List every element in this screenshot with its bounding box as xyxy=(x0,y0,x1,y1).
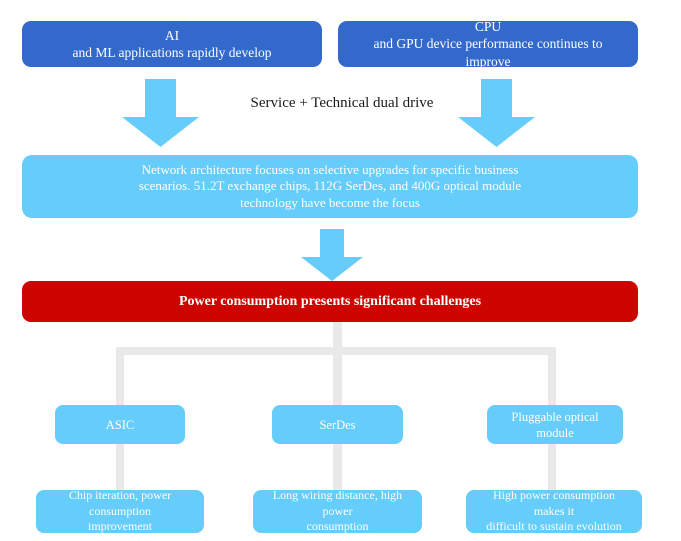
driver-cpu-line2: and GPU device performance continues to … xyxy=(373,36,603,69)
detail-asic-line2: improvement xyxy=(88,519,152,534)
architecture-line1: Network architecture focuses on selectiv… xyxy=(141,161,519,177)
driver-ai-line1: AI xyxy=(164,27,180,43)
driver-box-cpu: CPU and GPU device performance continues… xyxy=(338,19,638,69)
driver-cpu-line1: CPU xyxy=(474,19,502,35)
branch-asic-label: ASIC xyxy=(105,417,135,432)
driver-box-ai: AI and ML applications rapidly develop xyxy=(22,21,322,67)
architecture-line3: technology have become the focus xyxy=(240,194,420,210)
down-arrow-icon-right xyxy=(458,79,535,147)
detail-box-serdes: Long wiring distance, high power consump… xyxy=(253,488,422,534)
branch-box-pluggable-optical-module: Pluggable optical module xyxy=(487,405,623,444)
architecture-line2: scenarios. 51.2T exchange chips, 112G Se… xyxy=(138,178,522,194)
branch-serdes-label: SerDes xyxy=(319,417,356,432)
detail-box-pluggable-optical-module: High power consumption makes it difficul… xyxy=(466,488,642,534)
detail-serdes-line2: consumption xyxy=(306,519,369,534)
driver-ai-line2: and ML applications rapidly develop xyxy=(72,45,272,60)
challenge-label: Power consumption presents significant c… xyxy=(178,293,482,309)
down-arrow-icon-center xyxy=(301,229,363,281)
challenge-box-power-consumption: Power consumption presents significant c… xyxy=(22,281,638,322)
branch-pluggable-label: Pluggable optical module xyxy=(511,409,599,440)
connector-stem-from-challenge xyxy=(333,322,342,350)
detail-asic-line1: Chip iteration, power consumption xyxy=(68,488,172,518)
architecture-summary-box: Network architecture focuses on selectiv… xyxy=(22,155,638,218)
detail-box-asic: Chip iteration, power consumption improv… xyxy=(36,488,204,534)
down-arrow-icon-left xyxy=(122,79,199,147)
detail-serdes-line1: Long wiring distance, high power xyxy=(272,488,403,518)
detail-pluggable-line2: difficult to sustain evolution xyxy=(486,519,622,534)
branch-box-serdes: SerDes xyxy=(272,405,403,444)
branch-box-asic: ASIC xyxy=(55,405,185,444)
caption-dual-drive: Service + Technical dual drive xyxy=(250,95,434,111)
detail-pluggable-line1: High power consumption makes it xyxy=(493,488,615,518)
